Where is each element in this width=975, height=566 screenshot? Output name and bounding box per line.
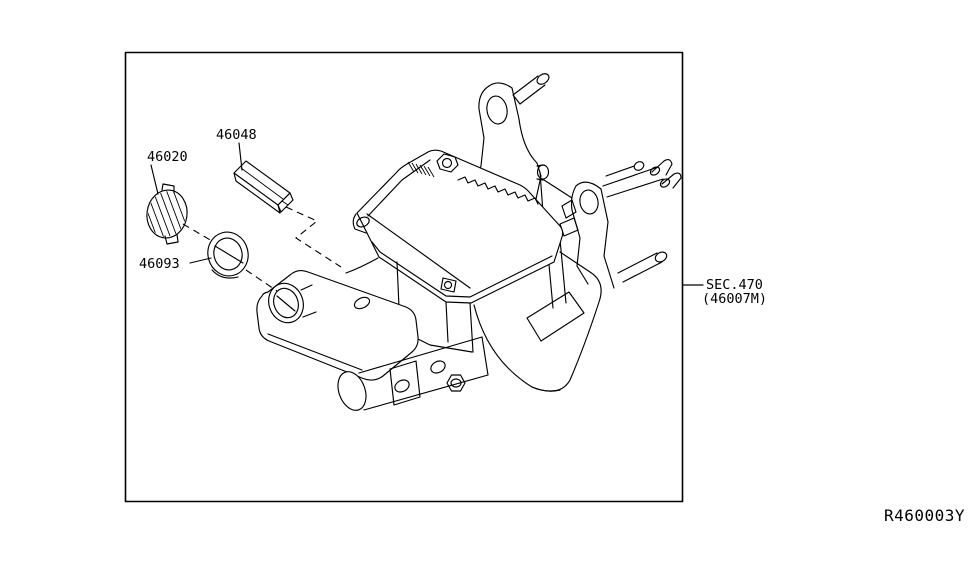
part-46020-drawing [134, 180, 194, 244]
part-46093-drawing [203, 228, 253, 281]
label-leader-lines [151, 143, 703, 285]
upper-bracket-arm [466, 72, 572, 232]
assembly-drawing [257, 72, 681, 415]
assembly-dashed-lines [183, 207, 341, 291]
section-ref-label-line1: SEC.470 [706, 277, 763, 293]
diagram-border [126, 53, 683, 502]
drawing-ref-code: R460003Y [884, 506, 965, 525]
ecu-cover [353, 150, 562, 303]
master-cylinder [333, 337, 488, 414]
part-label-46093: 46093 [139, 256, 180, 272]
reservoir [257, 271, 418, 381]
part-46048-drawing [234, 161, 293, 213]
part-label-46020: 46020 [147, 149, 188, 165]
part-label-46048: 46048 [216, 127, 257, 143]
section-ref-label-line2: (46007M) [702, 291, 767, 307]
right-bracket-and-rods [560, 160, 681, 288]
